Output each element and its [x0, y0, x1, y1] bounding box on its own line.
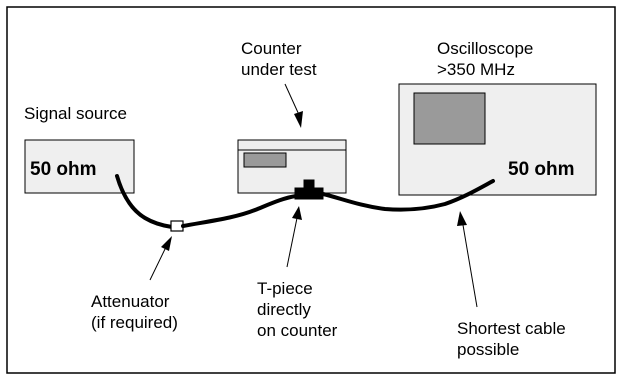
cable-tpiece-to-oscilloscope — [321, 179, 495, 212]
tpiece-pointer-line — [286, 217, 298, 268]
signal-source-label: Signal source — [24, 104, 128, 123]
counter-pointer-line — [284, 83, 301, 118]
attenuator-label-line1: Attenuator — [91, 292, 170, 311]
tpiece-pointer-arrowhead — [292, 206, 302, 220]
oscilloscope-label-line1: Oscilloscope — [437, 39, 534, 58]
diagram-frame — [6, 6, 616, 374]
tpiece-label-line3: on counter — [257, 321, 338, 340]
counter-display — [243, 152, 287, 168]
tpiece-label-line1: T-piece — [257, 279, 313, 298]
counter-label-line1: Counter — [241, 39, 302, 58]
attenuator-label-line2: (if required) — [91, 313, 178, 332]
counter-label-line2: under test — [241, 60, 317, 79]
attenuator-pointer-line — [149, 246, 167, 281]
cable-label-line1: Shortest cable — [457, 319, 566, 338]
oscilloscope-impedance-label: 50 ohm — [508, 159, 575, 180]
tpiece-element — [294, 187, 324, 200]
oscilloscope-screen — [413, 92, 486, 145]
tpiece-stem — [303, 179, 315, 190]
tpiece-label-line2: directly — [257, 300, 311, 319]
cable-attenuator-to-tpiece — [181, 194, 298, 228]
source-impedance-label: 50 ohm — [30, 159, 97, 180]
signal-source-box — [24, 139, 135, 194]
oscilloscope-label-line2: >350 MHz — [437, 60, 515, 79]
cable-pointer-arrowhead — [457, 211, 467, 226]
attenuator-pointer-arrowhead — [161, 236, 172, 251]
counter-pointer-arrowhead — [294, 111, 303, 128]
cable-pointer-line — [462, 224, 478, 308]
cable-source-to-attenuator — [115, 174, 174, 229]
cable-label-line2: possible — [457, 340, 520, 359]
